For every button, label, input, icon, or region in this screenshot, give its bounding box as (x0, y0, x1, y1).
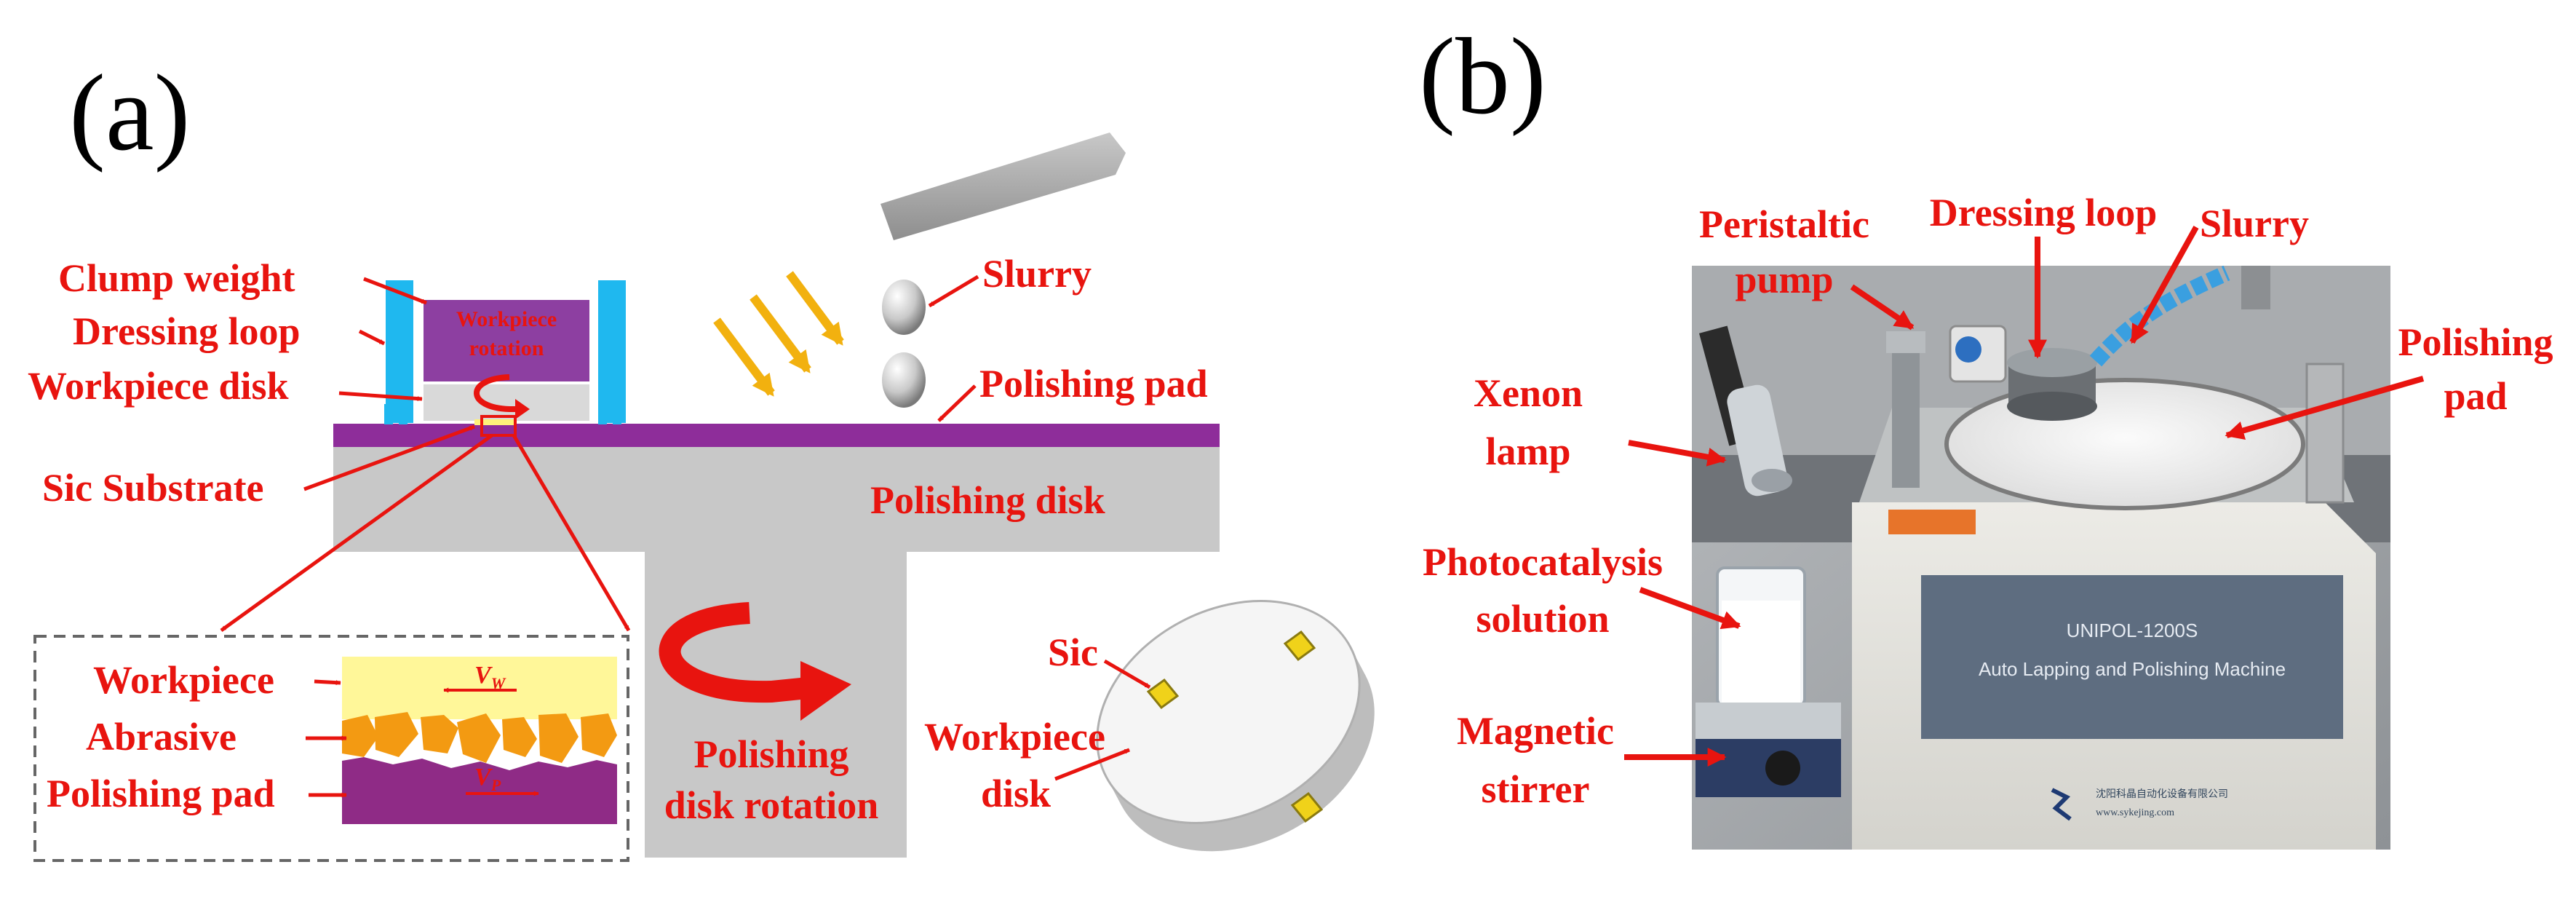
dressing-loop-shape (384, 280, 626, 424)
clump-weight-shape (424, 300, 589, 381)
machine-brand: 沈阳科晶自动化设备有限公司 (2096, 788, 2228, 800)
peristaltic-pump-label-line2: pump (1735, 258, 1833, 301)
machine-panel (1921, 575, 2343, 739)
slurry-drop-lower (882, 352, 926, 408)
polishing-disk-rotation-arrow (659, 602, 851, 721)
sic-label: Sic (1048, 630, 1098, 674)
machine-polishing-pad (1944, 378, 2305, 510)
panel-a-letter: (a) (69, 52, 190, 173)
machine-dressing-loop (2007, 348, 2097, 421)
sic-substrate-shape (474, 419, 517, 425)
vp-label: VP (474, 764, 501, 794)
machine-logo (2051, 788, 2072, 821)
peristaltic-pump-label-line1: Peristaltic (1699, 202, 1869, 246)
slurry-photo-label: Slurry (2200, 202, 2309, 245)
zoom-box (480, 415, 517, 437)
uv-light-arrows (713, 271, 844, 397)
polishing-pad-strip (333, 424, 1220, 447)
clump-weight-label: Clump weight (58, 256, 295, 300)
machine-model: UNIPOL-1200S (2067, 620, 2198, 641)
slurry-label: Slurry (982, 252, 1092, 296)
magnetic-stirrer-device (1696, 703, 1841, 797)
workpiece-disk-3d-label-line1: Workpiece (924, 715, 1105, 759)
xenon-lamp-label-line1: Xenon (1474, 371, 1583, 415)
vw-label: VW (474, 662, 506, 692)
workpiece-disk-3d-label-line2: disk (981, 772, 1051, 815)
inset-pad-layer (342, 757, 617, 824)
xenon-lamp-label-line2: lamp (1485, 430, 1570, 473)
workpiece-disk-3d (1096, 600, 1375, 852)
workpiece-rotation-arrow (474, 374, 530, 419)
photocatalysis-label-line2: solution (1476, 597, 1609, 641)
slurry-nozzle (880, 132, 1126, 240)
panel-b-leader-arrows (1624, 226, 2425, 767)
polishing-pad-label: Polishing pad (979, 362, 1208, 405)
sic-substrate-label: Sic Substrate (42, 466, 264, 510)
polishing-disk-rotation-label-line1: Polishing (693, 732, 848, 776)
polishing-pad-photo-label-line2: pad (2444, 374, 2507, 418)
workpiece-rotation-label-line2: rotation (469, 336, 544, 360)
machine-name: Auto Lapping and Polishing Machine (1979, 658, 2286, 680)
machine-slurry-tube (2089, 265, 2230, 367)
inset-abrasive-particles (342, 712, 617, 763)
photocatalysis-label-line1: Photocatalysis (1423, 540, 1663, 584)
inset-abrasive-label: Abrasive (86, 715, 236, 759)
panel-b: (b) (1419, 16, 2553, 850)
panel-a: (a) Workpiece rotation (28, 52, 1375, 862)
sic-chips (1146, 630, 1324, 823)
sic-leader-arrows (1054, 659, 1151, 781)
inset-workpiece-layer (342, 657, 617, 719)
slurry-drop-upper (882, 280, 926, 335)
polishing-pad-photo-label-line1: Polishing (2398, 320, 2553, 364)
xenon-lamp (1698, 325, 1792, 497)
magnetic-stirrer-label-line1: Magnetic (1457, 709, 1614, 753)
inset-leader-arrows (306, 679, 347, 798)
magnetic-stirrer-label-line2: stirrer (1482, 767, 1590, 811)
polishing-disk-rotation-label-line2: disk rotation (664, 783, 879, 827)
dressing-loop-label: Dressing loop (73, 309, 301, 353)
inset-box (33, 635, 629, 862)
workpiece-disk-label: Workpiece disk (28, 364, 289, 408)
polishing-disk-label: Polishing disk (870, 478, 1105, 522)
workpiece-disk-shape (424, 384, 589, 421)
machine-website: www.sykejing.com (2096, 807, 2174, 818)
beaker-solution (1716, 566, 1806, 708)
panel-b-letter: (b) (1419, 16, 1546, 137)
panel-a-leader-arrows (220, 274, 979, 633)
workpiece-rotation-label-line1: Workpiece (456, 307, 557, 331)
inset-workpiece-label: Workpiece (93, 658, 274, 702)
polishing-disk-shape (333, 446, 1220, 858)
dressing-loop-photo-label: Dressing loop (1930, 191, 2158, 234)
inset-polishing-pad-label: Polishing pad (47, 772, 275, 815)
machine-peristaltic-pump (1886, 325, 2007, 488)
